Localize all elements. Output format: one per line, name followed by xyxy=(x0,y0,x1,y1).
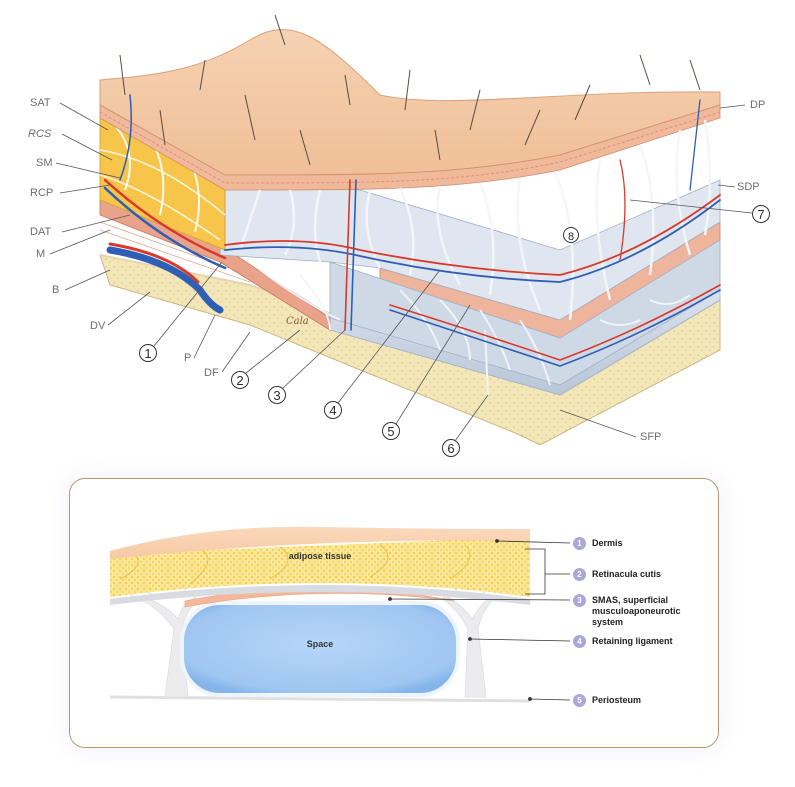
dermis-layer xyxy=(99,104,721,191)
label-leader-lines xyxy=(49,102,746,438)
hair-strands xyxy=(119,14,701,166)
legend-badge: 4 xyxy=(573,635,586,648)
marker-8: 8 xyxy=(568,231,574,243)
label-rcp: RCP xyxy=(30,187,53,199)
artist-signature: Cala xyxy=(286,316,309,327)
label-dat: DAT xyxy=(30,226,51,238)
legend-label: Retaining ligament xyxy=(592,636,673,646)
marker-1: 1 xyxy=(144,346,151,361)
legend-item-smas: 3 SMAS, superficial musculoaponeurotic s… xyxy=(573,594,702,628)
marker-3: 3 xyxy=(273,388,280,403)
retaining-ligament-schematic: adipose tissue Space xyxy=(109,526,571,703)
label-dp: DP xyxy=(750,99,765,111)
legend-label: Periosteum xyxy=(592,695,642,705)
label-p: P xyxy=(184,352,191,364)
legend-label: Dermis xyxy=(592,538,623,548)
anatomical-cross-section: Cala SAT RCS SM RCP DAT M B DV P DF DP S… xyxy=(28,14,770,457)
space-label: Space xyxy=(307,639,334,649)
legend-item-periosteum: 5 Periosteum xyxy=(573,694,712,707)
legend-item-retaining-ligament: 4 Retaining ligament xyxy=(573,635,712,648)
label-sfp: SFP xyxy=(640,431,661,443)
retinacula-cutis-fibers xyxy=(238,119,712,321)
deep-fascia-arch xyxy=(110,585,530,605)
adipose-tissue-label: adipose tissue xyxy=(289,551,352,561)
marker-leader-lines xyxy=(153,199,753,442)
label-df: DF xyxy=(204,367,219,379)
marker-2: 2 xyxy=(236,373,243,388)
label-rcs: RCS xyxy=(28,128,52,140)
marker-6: 6 xyxy=(447,441,454,456)
legend-item-retinacula-cutis: 2 Retinacula cutis xyxy=(573,568,712,581)
label-sat: SAT xyxy=(30,97,51,109)
legend-label: Retinacula cutis xyxy=(592,569,662,579)
legend-badge: 5 xyxy=(573,694,586,707)
periosteum xyxy=(109,695,531,703)
marker-4: 4 xyxy=(329,403,336,418)
dermis-layer xyxy=(110,526,530,559)
marker-7: 7 xyxy=(757,207,764,222)
deep-retinacula-fibers xyxy=(259,269,691,396)
blood-vessels xyxy=(103,94,721,367)
deep-vein xyxy=(106,246,224,314)
skin-surface xyxy=(99,29,721,176)
legend-leader-lines xyxy=(388,539,571,701)
label-b: B xyxy=(52,284,59,296)
legend-badge: 1 xyxy=(573,537,586,550)
numbered-markers: 1 2 3 4 5 6 7 8 xyxy=(139,205,770,457)
bottom-schematic-panel: adipose tissue Space 1 Dermis 2 Retinacu… xyxy=(69,478,719,748)
legend-badge: 3 xyxy=(573,594,586,607)
label-sm: SM xyxy=(36,157,53,169)
letter-labels: SAT RCS SM RCP DAT M B DV P DF DP SDP SF… xyxy=(28,97,765,443)
space-compartment xyxy=(180,601,460,697)
marker-5: 5 xyxy=(387,424,394,439)
label-m: M xyxy=(36,248,45,260)
label-dv: DV xyxy=(90,320,106,332)
label-sdp: SDP xyxy=(737,181,760,193)
legend-label: SMAS, superficial musculoaponeurotic sys… xyxy=(592,595,681,627)
legend-badge: 2 xyxy=(573,568,586,581)
adipose-tissue-layer xyxy=(110,537,530,597)
legend-item-dermis: 1 Dermis xyxy=(573,537,712,550)
